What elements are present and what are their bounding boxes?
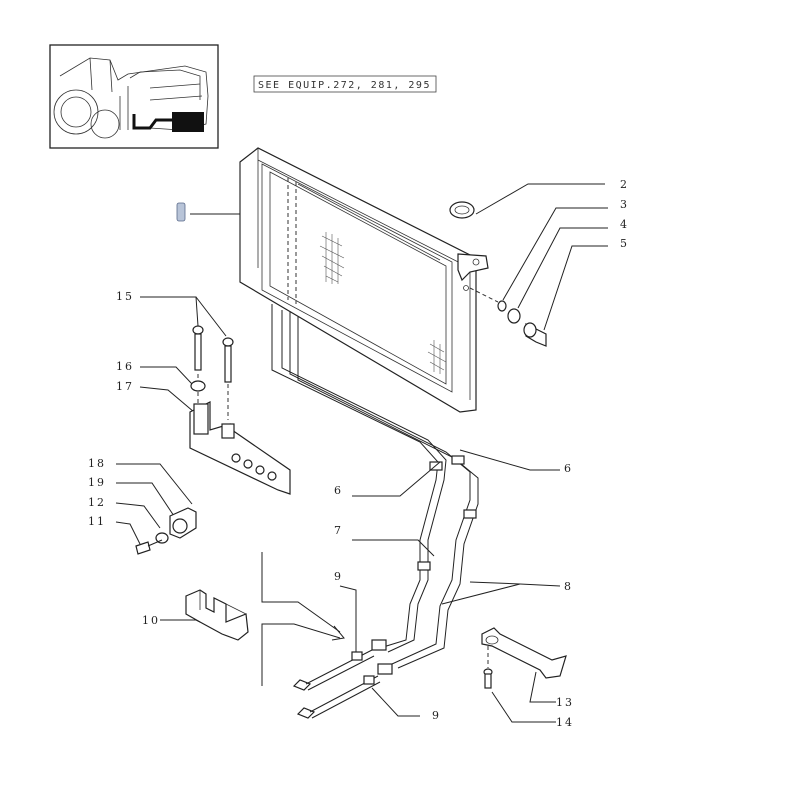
callout-labels: 2 3 4 5 6 6 7 8 9 9 10 11 12 13 14 15 16… <box>88 178 629 729</box>
hydraulic-hoses <box>292 585 420 719</box>
callout-18: 18 <box>88 457 106 470</box>
pipe-clip-assembly <box>115 463 197 555</box>
callout-19: 19 <box>88 476 106 489</box>
callout-16: 16 <box>116 360 134 373</box>
callout-15: 15 <box>116 290 134 303</box>
callout-11: 11 <box>88 515 106 528</box>
spacer-block <box>160 589 249 641</box>
callout-7: 7 <box>334 524 343 537</box>
callout-10: 10 <box>142 614 160 627</box>
assembly-guide-lines <box>261 552 345 686</box>
callout-3: 3 <box>620 198 629 211</box>
equipment-reference-text: SEE EQUIP.272, 281, 295 <box>258 80 431 91</box>
callout-12: 12 <box>88 496 106 509</box>
equipment-reference-box: SEE EQUIP.272, 281, 295 <box>253 75 437 93</box>
highlighted-part-icon <box>176 202 240 222</box>
callout-9-bottom: 9 <box>432 709 441 722</box>
callout-17: 17 <box>116 380 134 393</box>
callout-6-left: 6 <box>334 484 343 497</box>
hose-clamp <box>449 183 605 219</box>
callout-4: 4 <box>620 218 629 231</box>
cooler-pipes <box>271 304 561 669</box>
mounting-hardware <box>469 207 608 347</box>
callout-5: 5 <box>620 237 629 250</box>
oil-cooler <box>239 147 489 413</box>
support-bracket <box>481 627 567 723</box>
tractor-locator-inset <box>49 44 219 149</box>
callout-9-top: 9 <box>334 570 343 583</box>
callout-13: 13 <box>556 696 574 709</box>
callout-6-right: 6 <box>564 462 573 475</box>
callout-8: 8 <box>564 580 573 593</box>
callout-14: 14 <box>556 716 574 729</box>
mounting-bracket-assembly <box>139 296 291 495</box>
callout-2: 2 <box>620 178 629 191</box>
